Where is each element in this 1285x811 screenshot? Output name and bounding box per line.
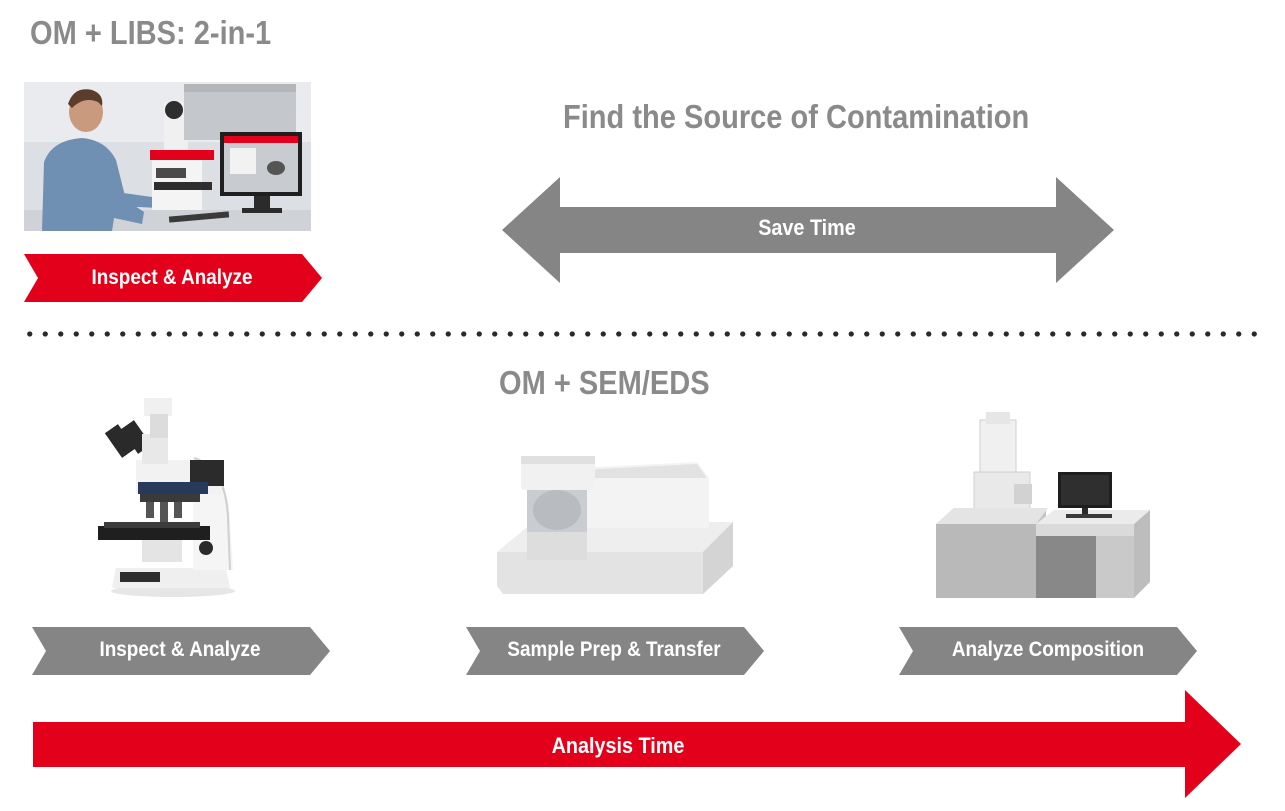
section-divider (22, 330, 1258, 338)
analysis-time-arrow (33, 690, 1241, 798)
step-3-chevron (899, 627, 1197, 675)
step-1-chevron (32, 627, 330, 675)
step-1-label: Inspect & Analyze (99, 638, 261, 661)
top-section-title: OM + LIBS: 2-in-1 (30, 14, 272, 51)
save-time-double-arrow (502, 177, 1114, 283)
center-title: Find the Source of Contamination (563, 98, 1030, 135)
sem-eds-station-icon (936, 412, 1150, 598)
top-inspect-analyze-chevron (24, 254, 322, 302)
step-3-label: Analyze Composition (951, 638, 1145, 661)
save-time-label: Save Time (758, 215, 856, 240)
step-2-chevron (466, 627, 764, 675)
bottom-section-title: OM + SEM/EDS (499, 364, 710, 401)
sample-prep-unit-icon (497, 456, 733, 594)
top-step-label: Inspect & Analyze (91, 266, 253, 289)
analysis-time-label: Analysis Time (551, 733, 685, 758)
person-at-microscope-workstation-icon (24, 82, 311, 231)
optical-microscope-icon (98, 398, 235, 597)
step-2-label: Sample Prep & Transfer (507, 638, 721, 661)
